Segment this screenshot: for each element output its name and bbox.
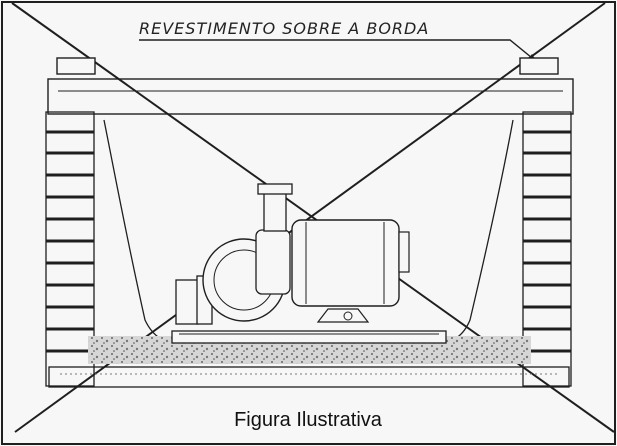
left-wall	[45, 111, 95, 387]
left-wall-bricks	[46, 130, 94, 353]
motor-foot	[316, 308, 370, 323]
pump-housing	[255, 229, 291, 295]
left-coping-top	[56, 57, 96, 75]
pump-assembly	[175, 183, 410, 325]
right-wall-bricks	[523, 130, 571, 353]
caption: Figura Ilustrativa	[234, 409, 383, 431]
motor-body	[291, 219, 400, 307]
pump-base-plate	[171, 330, 447, 344]
suction-flange	[175, 279, 199, 325]
right-coping-top	[519, 57, 559, 75]
discharge-cap	[257, 183, 293, 195]
base-slab	[48, 366, 570, 388]
top-slab	[47, 78, 574, 115]
right-wall	[522, 111, 572, 387]
motor-end-cap	[398, 231, 410, 273]
discharge-neck	[263, 190, 287, 232]
leader-line	[497, 39, 538, 63]
label-top: REVESTIMENTO SOBRE A BORDA	[139, 19, 429, 38]
mount-bolt	[343, 311, 353, 321]
